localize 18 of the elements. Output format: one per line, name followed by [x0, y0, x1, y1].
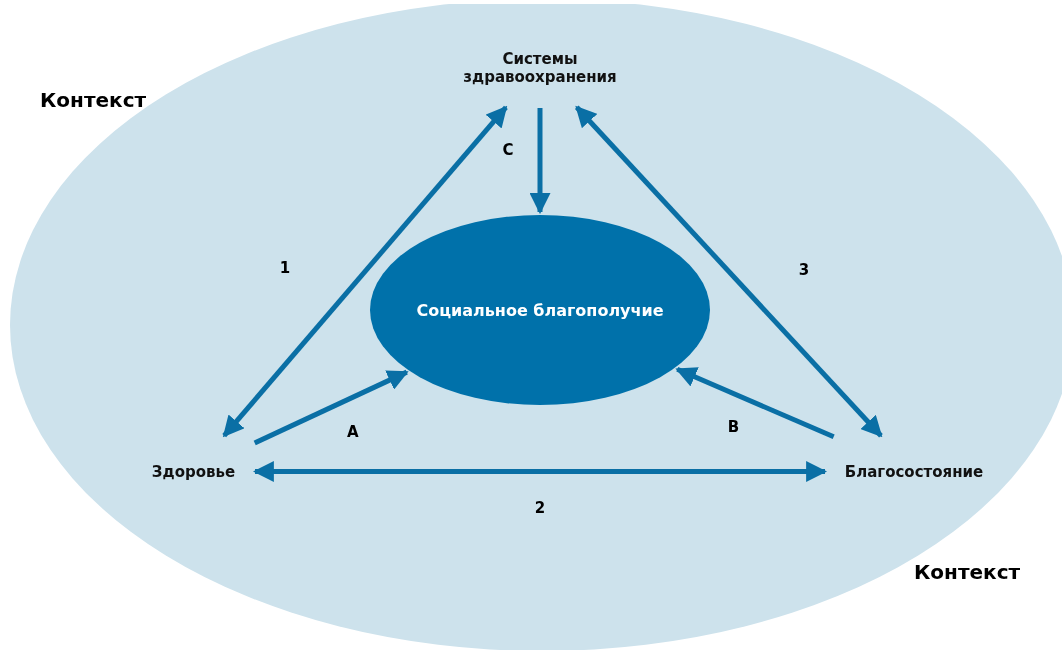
arrow [222, 105, 508, 438]
edge-label: 2 [534, 498, 546, 517]
context-label: Контекст [40, 88, 147, 112]
arrow [574, 105, 883, 438]
arrow [252, 461, 828, 482]
node-label: Здоровье [151, 462, 236, 481]
arrow [253, 369, 409, 446]
edge-label: 3 [798, 260, 810, 279]
edge-label: B [727, 418, 740, 437]
edge-label: 1 [279, 258, 291, 277]
edge-label: C [502, 141, 514, 159]
context-label: Контекст [914, 560, 1021, 584]
edge-label: A [346, 422, 359, 441]
arrow [675, 367, 835, 440]
node-label: Благосостояние [844, 462, 984, 481]
node-label: Системы здравоохранения [462, 49, 618, 86]
arrow [529, 108, 551, 215]
node-label: Социальное благополучие [416, 300, 664, 320]
